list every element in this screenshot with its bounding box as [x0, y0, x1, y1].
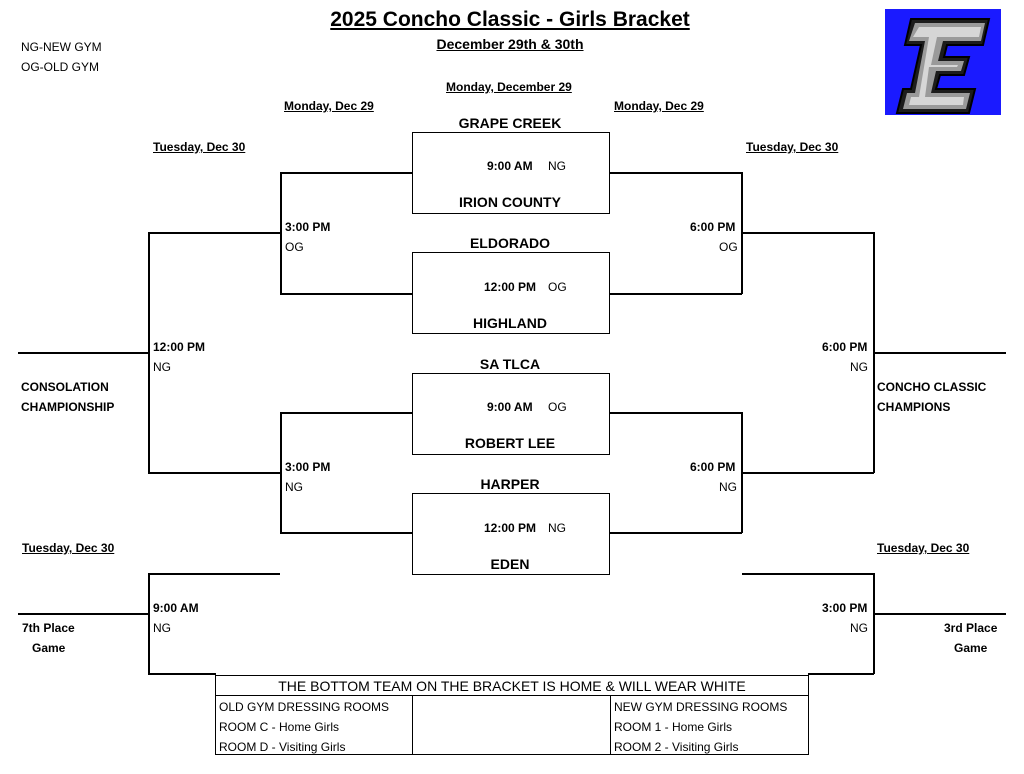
game-time: 12:00 PM: [484, 280, 537, 294]
game-time: 9:00 AM: [487, 400, 533, 414]
bracket-line: [280, 412, 282, 533]
bracket-line: [280, 172, 282, 294]
day-header-right-tue: Tuesday, Dec 30: [746, 140, 839, 154]
game-time: 3:00 PM: [285, 460, 331, 474]
team-name: GRAPE CREEK: [458, 115, 562, 131]
old-gym-home: ROOM C - Home Girls: [219, 720, 339, 734]
bracket-line: [742, 472, 874, 474]
notes-table: [215, 675, 809, 755]
game-gym: NG: [153, 360, 171, 374]
game-time: 6:00 PM: [822, 340, 868, 354]
day-header-left-tue-bottom: Tuesday, Dec 30: [22, 541, 115, 555]
home-team-note: THE BOTTOM TEAM ON THE BRACKET IS HOME &…: [278, 678, 746, 694]
third-place-label: Game: [954, 641, 988, 655]
bracket-line: [18, 352, 148, 354]
page-title: 2025 Concho Classic - Girls Bracket: [330, 8, 690, 31]
table-divider: [412, 695, 413, 755]
bracket-line: [741, 412, 743, 533]
team-name: HARPER: [480, 476, 540, 492]
game-gym: OG: [548, 400, 567, 414]
consolation-label: CONSOLATION: [21, 380, 109, 394]
day-header-left-tue: Tuesday, Dec 30: [153, 140, 246, 154]
game-gym: NG: [850, 360, 868, 374]
bracket-line: [148, 232, 150, 473]
bracket-line: [874, 613, 1006, 615]
e-letter-logo-icon: [885, 9, 1001, 115]
old-gym-visit: ROOM D - Visiting Girls: [219, 740, 346, 754]
bracket-line: [742, 232, 874, 234]
bracket-line: [742, 573, 874, 575]
old-gym-title: OLD GYM DRESSING ROOMS: [219, 700, 390, 714]
new-gym-title: NEW GYM DRESSING ROOMS: [614, 700, 788, 714]
day-header-center: Monday, December 29: [446, 80, 572, 94]
game-box-4: [412, 493, 610, 575]
bracket-line: [148, 232, 280, 234]
page-subtitle: December 29th & 30th: [436, 36, 584, 52]
game-time: 3:00 PM: [822, 601, 868, 615]
champions-label: CONCHO CLASSIC: [877, 380, 987, 394]
game-time: 9:00 AM: [153, 601, 199, 615]
bracket-line: [873, 573, 875, 674]
table-divider: [215, 695, 809, 696]
game-box-3: [412, 373, 610, 455]
bracket-line: [280, 172, 412, 174]
legend-ng: NG-NEW GYM: [21, 40, 102, 54]
team-name: ROBERT LEE: [464, 435, 556, 451]
game-box-2: [412, 252, 610, 334]
seventh-place-label: Game: [32, 641, 66, 655]
team-name: SA TLCA: [479, 356, 541, 372]
bracket-line: [808, 673, 874, 675]
bracket-line: [874, 352, 1006, 354]
bracket-line: [610, 293, 742, 295]
table-divider: [610, 695, 611, 755]
legend-og: OG-OLD GYM: [21, 60, 100, 74]
team-name: ELDORADO: [469, 235, 551, 251]
game-gym: NG: [719, 480, 737, 494]
bracket-line: [280, 532, 412, 534]
bracket-line: [148, 573, 280, 575]
bracket-line: [610, 172, 742, 174]
bracket-line: [741, 172, 743, 294]
game-time: 6:00 PM: [690, 460, 736, 474]
team-name: EDEN: [490, 556, 530, 572]
day-header-left-mon: Monday, Dec 29: [284, 99, 374, 113]
game-time: 12:00 PM: [484, 521, 537, 535]
seventh-place-label: 7th Place: [22, 621, 75, 635]
game-gym: OG: [719, 240, 738, 254]
consolation-label: CHAMPIONSHIP: [21, 400, 115, 414]
team-name: IRION COUNTY: [459, 194, 561, 210]
day-header-right-tue-bottom: Tuesday, Dec 30: [877, 541, 970, 555]
game-box-1: [412, 132, 610, 214]
game-time: 3:00 PM: [285, 220, 331, 234]
game-time: 6:00 PM: [690, 220, 736, 234]
bracket-line: [148, 673, 216, 675]
bracket-line: [873, 232, 875, 473]
game-time: 9:00 AM: [487, 159, 533, 173]
bracket-line: [148, 472, 280, 474]
third-place-label: 3rd Place: [944, 621, 998, 635]
bracket-line: [280, 412, 412, 414]
game-gym: NG: [548, 159, 566, 173]
bracket-line: [610, 532, 742, 534]
game-gym: OG: [285, 240, 304, 254]
team-name: HIGHLAND: [473, 315, 547, 331]
new-gym-home: ROOM 1 - Home Girls: [614, 720, 733, 734]
game-gym: OG: [548, 280, 567, 294]
day-header-right-mon: Monday, Dec 29: [614, 99, 704, 113]
game-time: 12:00 PM: [153, 340, 206, 354]
bracket-line: [280, 293, 412, 295]
game-gym: NG: [153, 621, 171, 635]
new-gym-visit: ROOM 2 - Visiting Girls: [614, 740, 739, 754]
bracket-line: [18, 613, 148, 615]
champions-label: CHAMPIONS: [877, 400, 951, 414]
bracket-line: [610, 412, 742, 414]
bracket-line: [148, 573, 150, 674]
game-gym: NG: [285, 480, 303, 494]
game-gym: NG: [548, 521, 566, 535]
game-gym: NG: [850, 621, 868, 635]
